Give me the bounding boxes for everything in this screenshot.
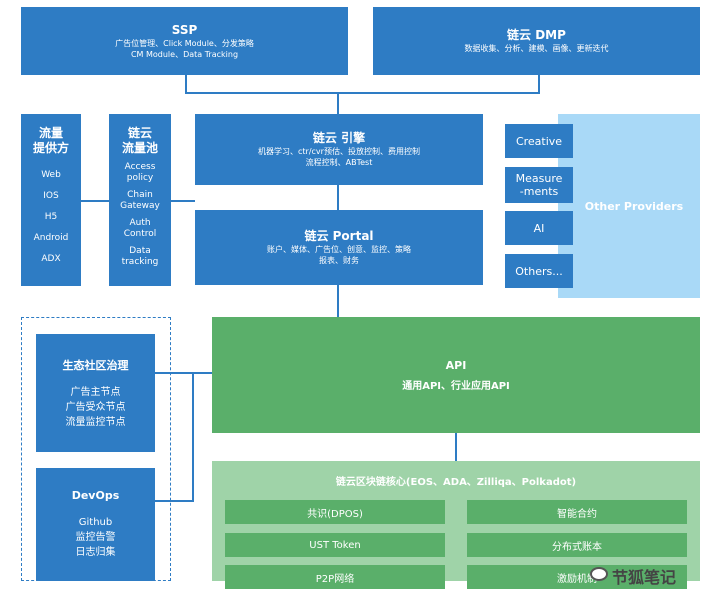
ssp-line1: 广告位管理、Click Module、分发策略 — [115, 38, 254, 48]
ssp-title: SSP — [171, 22, 198, 37]
connector — [155, 500, 193, 502]
chain-right-item: 智能合约 — [467, 500, 687, 524]
dmp-line1: 数据收集、分析、建模、画像、更新迭代 — [464, 44, 609, 53]
traffic-box: 流量 提供方 Web IOS H5 Android ADX — [21, 114, 81, 286]
ssp-line2: CM Module、Data Tracking — [130, 49, 239, 59]
api-title: API — [445, 359, 467, 372]
connector — [185, 75, 187, 93]
api-sub: 通用API、行业应用API — [402, 381, 510, 392]
chain-item-label: P2P网络 — [315, 573, 355, 585]
ssp-box: SSP 广告位管理、Click Module、分发策略 CM Module、Da… — [21, 7, 348, 75]
other-providers-panel: Other Providers — [558, 114, 700, 298]
portal-line2: 报表、财务 — [319, 256, 359, 265]
traffic-item: ADX — [41, 254, 61, 264]
chain-item-label: 分布式账本 — [552, 541, 602, 553]
pool-title-1: 链云 — [127, 126, 152, 140]
chain-item-label: 共识(DPOS) — [307, 508, 363, 520]
pool-item: Data tracking — [121, 246, 159, 267]
portal-box: 链云 Portal 账户、媒体、广告位、创意、监控、策略 报表、财务 — [195, 210, 483, 285]
connector — [171, 200, 195, 202]
provider-creative: Creative — [505, 124, 573, 158]
traffic-item: Web — [41, 170, 61, 180]
provider-others: Others... — [505, 254, 573, 288]
provider-label: Measure -ments — [515, 172, 563, 198]
devops-item: 日志归集 — [75, 547, 116, 558]
connector — [192, 372, 194, 502]
chain-item-label: 智能合约 — [557, 508, 597, 520]
engine-line2: 流程控制、ABTest — [305, 158, 373, 167]
chain-left-item: 共识(DPOS) — [225, 500, 445, 524]
traffic-item: H5 — [44, 212, 58, 222]
connector — [455, 433, 457, 461]
chain-right-item: 分布式账本 — [467, 533, 687, 557]
connector — [337, 92, 339, 114]
api-box: API 通用API、行业应用API — [212, 317, 700, 433]
connector — [155, 372, 212, 374]
pool-item: Access policy — [124, 162, 156, 183]
eco-box: 生态社区治理 广告主节点 广告受众节点 流量监控节点 — [36, 334, 155, 452]
portal-title: 链云 Portal — [304, 229, 374, 243]
pool-item: Auth Control — [123, 218, 157, 239]
connector — [337, 285, 339, 317]
traffic-title-2: 提供方 — [32, 141, 69, 155]
connector — [185, 92, 540, 94]
chain-core-title: 链云区块链核心(EOS、ADA、Zilliqa、Polkadot) — [335, 477, 577, 488]
eco-item: 广告受众节点 — [65, 402, 126, 413]
provider-label: AI — [533, 221, 545, 235]
watermark-icon — [590, 567, 608, 581]
devops-title: DevOps — [71, 489, 120, 502]
dmp-title: 链云 DMP — [507, 28, 566, 42]
chain-item-label: UST Token — [309, 539, 361, 551]
connector — [81, 200, 109, 202]
pool-title-2: 流量池 — [121, 141, 158, 155]
portal-line1: 账户、媒体、广告位、创意、监控、策略 — [267, 245, 411, 254]
provider-measurements: Measure -ments — [505, 167, 573, 203]
eco-item: 广告主节点 — [70, 387, 121, 398]
engine-box: 链云 引擎 机器学习、ctr/cvr预估、投放控制、费用控制 流程控制、ABTe… — [195, 114, 483, 185]
traffic-item: IOS — [43, 191, 59, 201]
provider-label: Creative — [515, 134, 563, 148]
devops-item: Github — [78, 517, 113, 528]
devops-box: DevOps Github 监控告警 日志归集 — [36, 468, 155, 581]
eco-item: 流量监控节点 — [65, 417, 126, 428]
pool-item: Chain Gateway — [120, 190, 160, 211]
engine-line1: 机器学习、ctr/cvr预估、投放控制、费用控制 — [258, 147, 420, 156]
dmp-box: 链云 DMP 数据收集、分析、建模、画像、更新迭代 — [373, 7, 700, 75]
provider-label: Others... — [515, 264, 563, 278]
chain-left-item: UST Token — [225, 533, 445, 557]
connector — [337, 185, 339, 210]
watermark-text: 节狐笔记 — [612, 568, 677, 587]
chain-left-item: P2P网络 — [225, 565, 445, 589]
chain-item-label: 激励机制 — [557, 573, 597, 585]
traffic-title-1: 流量 — [38, 126, 63, 140]
connector — [538, 75, 540, 93]
other-providers-label: Other Providers — [584, 199, 684, 213]
pool-box: 链云 流量池 Access policy Chain Gateway Auth … — [109, 114, 171, 286]
traffic-item: Android — [33, 233, 69, 243]
devops-item: 监控告警 — [75, 532, 116, 543]
provider-ai: AI — [505, 211, 573, 245]
eco-title: 生态社区治理 — [62, 359, 129, 372]
engine-title: 链云 引擎 — [312, 131, 366, 145]
